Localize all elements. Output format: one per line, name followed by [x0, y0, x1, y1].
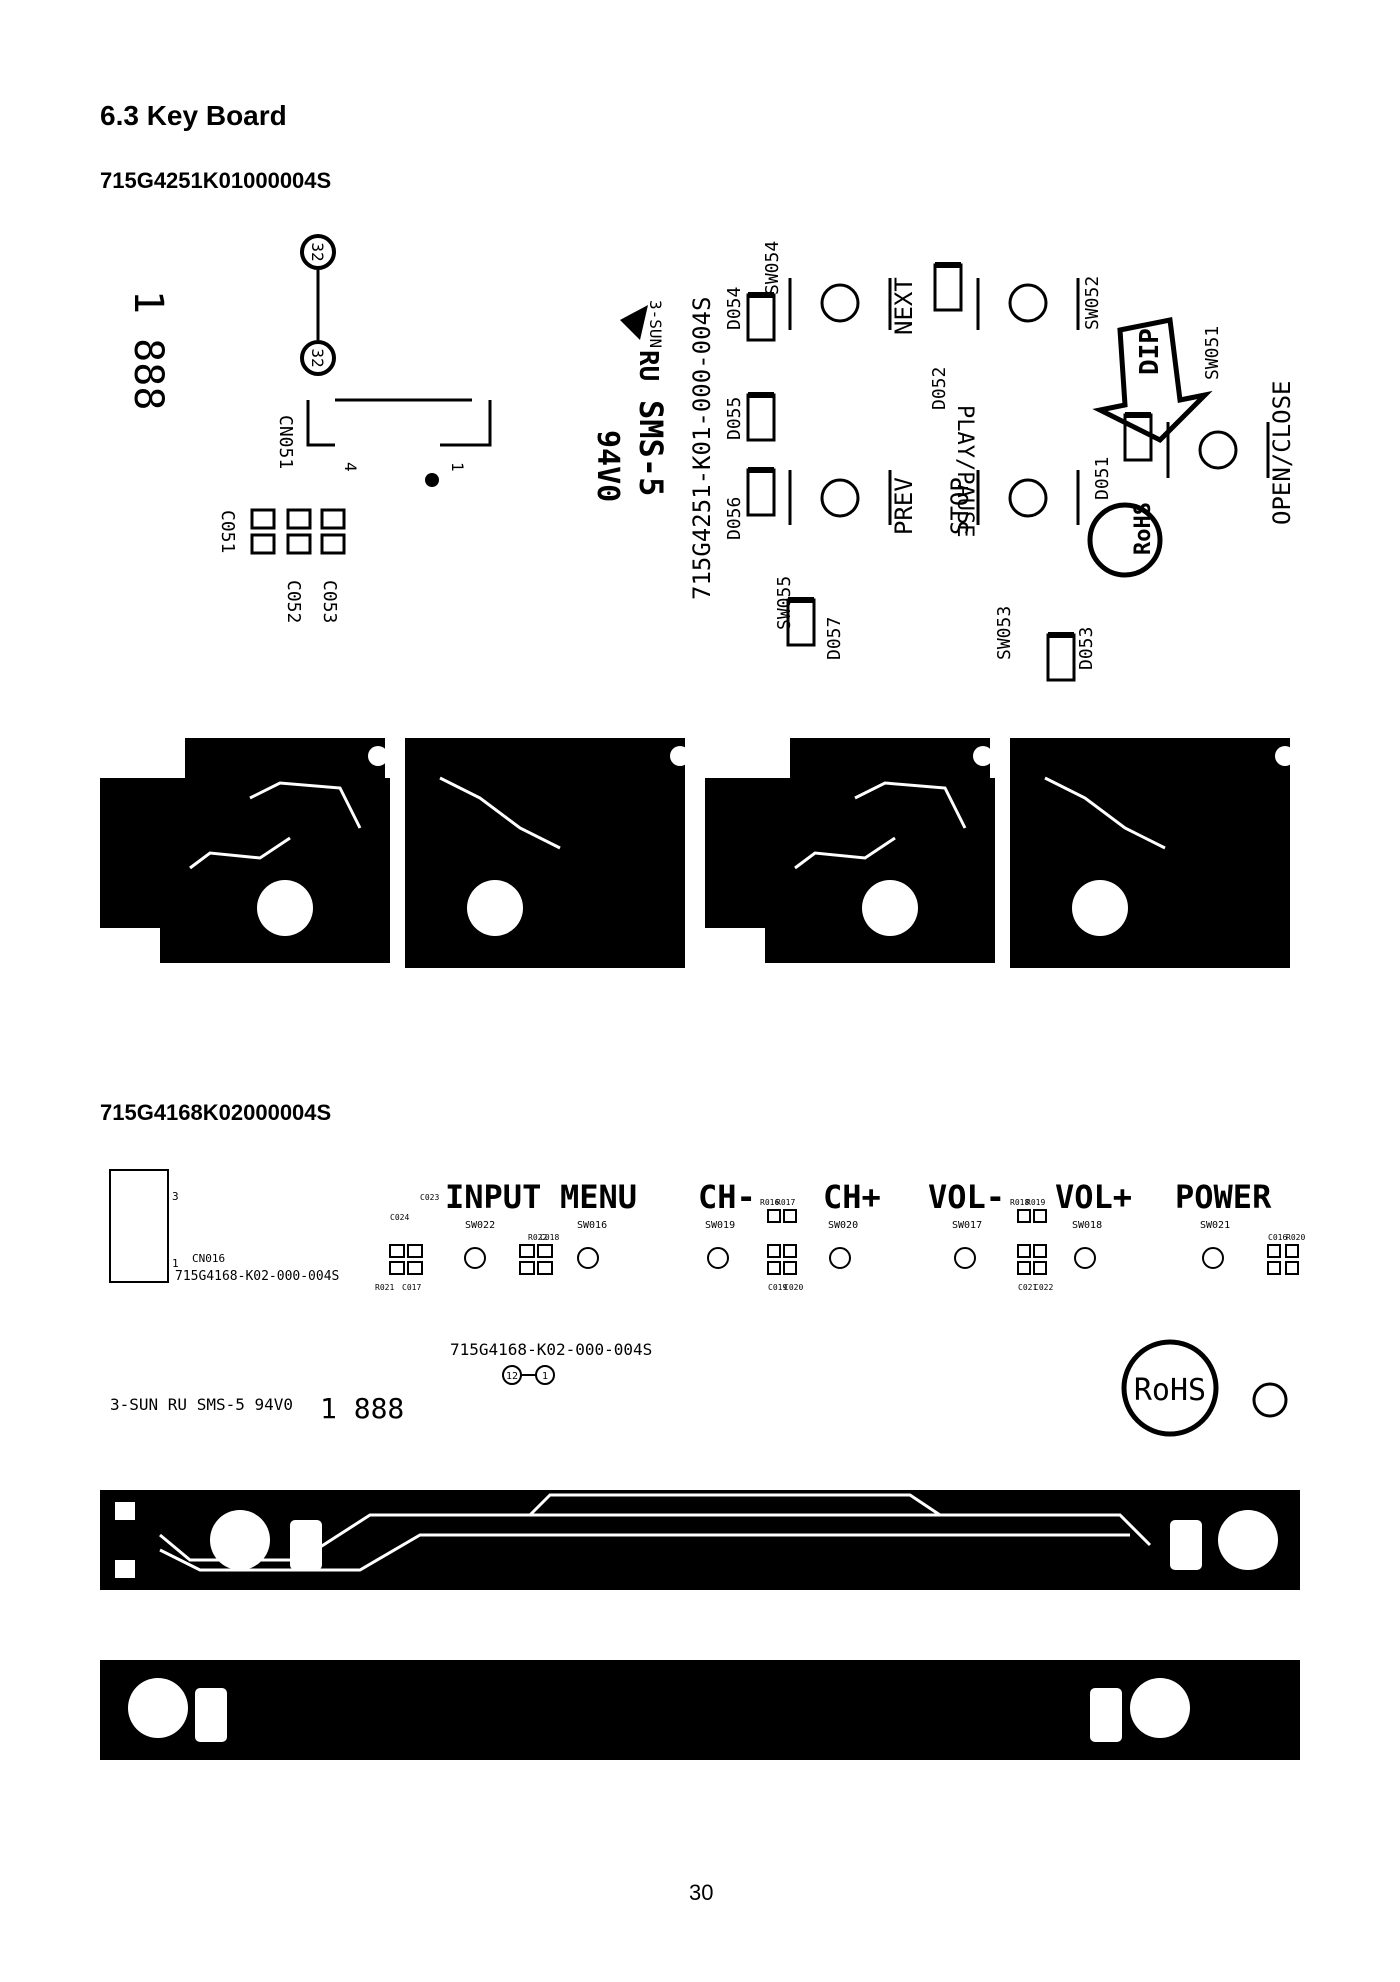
b2-key-menu: MENU	[560, 1178, 637, 1216]
b2-key-ch-plus: CH+	[823, 1178, 881, 1216]
pcb-id: 715G4251-K01-000-004S	[688, 297, 716, 600]
cap-c051: C051	[217, 510, 238, 553]
b2-board-code: 1 888	[320, 1392, 404, 1425]
b2-sw016: SW016	[577, 1220, 607, 1231]
switch-sw053: SW053	[994, 606, 1015, 660]
diode-d056: D056	[724, 497, 745, 540]
b2-part-r018: R018	[1010, 1198, 1029, 1207]
key-play-pause: PLAY/PAUSE	[952, 405, 977, 537]
b2-key-vol-minus: VOL-	[928, 1178, 1005, 1216]
rating: 94V0	[590, 430, 625, 502]
switches-group	[788, 278, 1270, 525]
switch-sw051: SW051	[1202, 326, 1223, 380]
b2-part-r016: R016	[760, 1198, 779, 1207]
b2-part-c024: C024	[390, 1213, 409, 1222]
connector-label: CN051	[275, 415, 296, 469]
b2-connector-label: CN016	[192, 1252, 225, 1265]
b2-part-r020: R020	[1286, 1233, 1305, 1242]
connector-group: 32 32 CN051 4 1 1 888	[125, 234, 492, 487]
dip-arrow-icon	[1092, 317, 1213, 444]
b2-pcb-id-2: 715G4168-K02-000-004S	[450, 1340, 652, 1359]
diode-d052: D052	[929, 367, 950, 410]
b2-key-power: POWER	[1175, 1178, 1272, 1216]
b2-pin3: 3	[172, 1190, 179, 1203]
diode-d053: D053	[1076, 627, 1097, 670]
switch-sw052: SW052	[1082, 276, 1103, 330]
ul-mark: RU	[633, 350, 663, 381]
board-code: 1 888	[125, 290, 171, 410]
board1-part-number: 715G4251K01000004S	[100, 168, 332, 193]
key-prev: PREV	[890, 477, 918, 535]
b2-pcb-id: 715G4168-K02-000-004S	[175, 1269, 339, 1284]
maker: 3-SUN	[646, 300, 665, 348]
grade: SMS-5	[632, 400, 670, 496]
b2-part-pads	[389, 1209, 1299, 1275]
b2-sw019: SW019	[705, 1220, 735, 1231]
pin-marker-a: 32	[308, 242, 327, 261]
section-title: 6.3 Key Board	[100, 100, 287, 131]
board2-copper-bottom	[100, 1660, 1300, 1760]
pin1-label: 1	[448, 462, 467, 472]
b2-part-c023: C023	[420, 1193, 439, 1202]
b2-pin1: 1	[542, 1371, 548, 1382]
b2-sw022: SW022	[465, 1220, 495, 1231]
b2-part-r021: R021	[375, 1283, 394, 1292]
dip-label: DIP	[1135, 328, 1165, 375]
diode-d054: D054	[724, 287, 745, 330]
diode-d055: D055	[724, 397, 745, 440]
board1-copper-layout	[100, 738, 1295, 968]
switch-sw055: SW055	[774, 576, 795, 630]
b2-key-ch-minus: CH-	[698, 1178, 756, 1216]
switch-sw054: SW054	[762, 241, 783, 295]
b2-conn-pin1: 1	[172, 1257, 179, 1270]
b2-sw021: SW021	[1200, 1220, 1230, 1231]
key-next: NEXT	[890, 277, 918, 335]
b2-part-c016: C016	[1268, 1233, 1287, 1242]
b2-switch-footprints	[464, 1247, 1224, 1269]
key-open-close: OPEN/CLOSE	[1268, 381, 1296, 526]
b2-part-r019: R019	[1026, 1198, 1045, 1207]
board2-copper-top	[100, 1490, 1300, 1590]
b2-rohs: RoHS	[1134, 1373, 1206, 1408]
pin-marker-b: 32	[308, 348, 327, 367]
caps-group	[250, 508, 346, 555]
b2-part-r022: R022	[528, 1233, 547, 1242]
b2-sw020: SW020	[828, 1220, 858, 1231]
b2-key-input: INPUT	[445, 1178, 541, 1216]
diodes-bands	[748, 262, 1151, 638]
b2-part-c020: C020	[784, 1283, 803, 1292]
key-labels: INPUT MENU CH- CH+ VOL- VOL+ POWER	[445, 1178, 1272, 1216]
b2-part-c017: C017	[402, 1283, 421, 1292]
b2-key-vol-plus: VOL+	[1055, 1178, 1132, 1216]
rohs-label: RoHS	[1131, 502, 1156, 555]
logo-group	[620, 305, 648, 340]
b2-part-c018: C018	[540, 1233, 559, 1242]
diode-d057: D057	[824, 617, 845, 660]
b2-part-c021: C021	[1018, 1283, 1037, 1292]
board2-part-number: 715G4168K02000004S	[100, 1100, 332, 1125]
cap-c052: C052	[283, 580, 304, 623]
b2-switch-labels: SW022 SW016 SW019 SW020 SW017 SW018 SW02…	[465, 1220, 1230, 1231]
b2-pin12: 12	[506, 1371, 518, 1382]
page-number: 30	[689, 1880, 714, 1905]
b2-sw018: SW018	[1072, 1220, 1102, 1231]
cap-c053: C053	[319, 580, 340, 623]
pin4-label: 4	[341, 462, 360, 472]
b2-part-c019: C019	[768, 1283, 787, 1292]
key-stop: STOP	[946, 477, 974, 535]
board2-silkscreen: CN016 715G4168-K02-000-004S 3 1 INPUT ME…	[109, 1169, 1305, 1437]
connector-outline	[109, 1169, 169, 1283]
b2-maker-line: 3-SUN RU SMS-5 94V0	[110, 1395, 293, 1414]
board1-silkscreen: 32 32 CN051 4 1 1 888 C051 C052 C053 715…	[125, 234, 1296, 682]
b2-part-c022: C022	[1034, 1283, 1053, 1292]
diode-d051: D051	[1092, 457, 1113, 500]
b2-sw017: SW017	[952, 1220, 982, 1231]
b2-part-r017: R017	[776, 1198, 795, 1207]
